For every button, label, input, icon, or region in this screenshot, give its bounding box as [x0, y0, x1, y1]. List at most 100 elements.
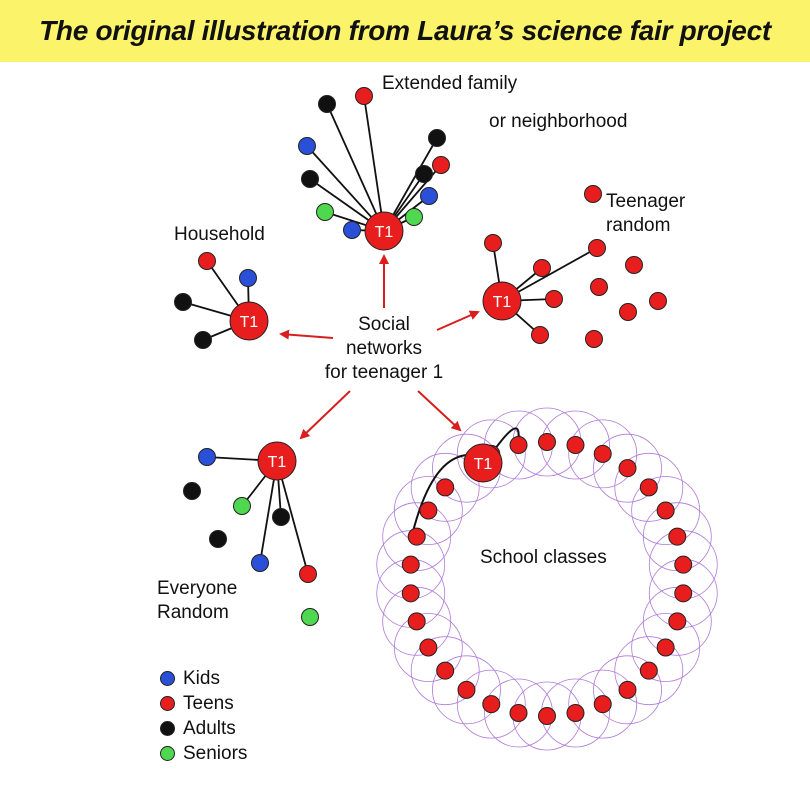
- school-member-teen: [674, 555, 693, 574]
- seniors-swatch: [160, 746, 175, 761]
- arrow-to-everyone: [299, 390, 351, 440]
- extended-t1-hub: [364, 211, 404, 251]
- school-overlap-circle: [393, 613, 463, 682]
- school-t1-hub-label: T1: [474, 456, 493, 473]
- legend-label-teens: Teens: [183, 692, 234, 714]
- arrows: [279, 254, 480, 440]
- teen-random-member-teen: [625, 256, 643, 274]
- extended-member-kid: [343, 221, 361, 239]
- nodes: [174, 87, 693, 725]
- everyone-t1-hub: [257, 441, 297, 481]
- teen-random-member-teen: [533, 259, 551, 277]
- teen-random-member-teen: [531, 326, 549, 344]
- extended-member-senior: [316, 203, 334, 221]
- everyone-label-2: Random: [157, 602, 229, 623]
- legend-item-seniors: Seniors: [160, 741, 247, 766]
- legend-label-adults: Adults: [183, 717, 236, 739]
- teen-random-member-teen: [545, 290, 563, 308]
- school-member-teen: [419, 501, 438, 520]
- teen-random-t1-hub: [482, 281, 522, 321]
- school-overlap-circle: [593, 433, 662, 503]
- household-t1-hub: [229, 301, 269, 341]
- kids-swatch: [160, 671, 175, 686]
- school-link: [411, 454, 468, 533]
- school-member-teen: [482, 695, 501, 714]
- legend-item-kids: Kids: [160, 666, 247, 691]
- school-t1-hub: [463, 443, 503, 483]
- extended-member-adult: [415, 165, 433, 183]
- school-member-teen: [593, 444, 612, 463]
- school-overlap-circle: [631, 613, 701, 682]
- legend: Kids Teens Adults Seniors: [160, 666, 247, 766]
- teenager-random-label-2: random: [606, 215, 671, 236]
- school-member-teen: [436, 478, 455, 497]
- legend-label-seniors: Seniors: [183, 742, 248, 764]
- everyone-member-senior: [301, 608, 319, 626]
- everyone-t1-hub-label: T1: [268, 454, 287, 471]
- center-label-1: Social: [358, 314, 410, 335]
- school-overlap-circle: [568, 669, 638, 739]
- neighborhood-label: or neighborhood: [489, 111, 628, 132]
- school-member-teen: [618, 459, 637, 478]
- school-member-teen: [538, 433, 556, 451]
- everyone-member-kid: [251, 554, 269, 572]
- extended-member-teen: [355, 87, 373, 105]
- household-member-adult: [174, 293, 192, 311]
- legend-label-kids: Kids: [183, 667, 220, 689]
- school-member-teen: [566, 704, 585, 723]
- school-member-teen: [407, 527, 426, 546]
- school-classes-label: School classes: [480, 547, 607, 568]
- title-banner: The original illustration from Laura’s s…: [0, 0, 810, 62]
- teens-swatch: [160, 696, 175, 711]
- school-ring-circles: [376, 407, 718, 751]
- school-overlap-circle: [614, 452, 684, 522]
- school-overlap-circle: [456, 419, 526, 489]
- everyone-member-teen: [299, 565, 317, 583]
- school-member-teen: [538, 707, 556, 725]
- teen-random-member-teen: [584, 185, 602, 203]
- extended-member-senior: [405, 208, 423, 226]
- teen-random-member-teen: [588, 239, 606, 257]
- school-member-teen: [509, 704, 528, 723]
- everyone-edge: [276, 460, 309, 575]
- teen-random-member-teen: [585, 330, 603, 348]
- household-member-teen: [198, 252, 216, 270]
- school-member-teen: [668, 612, 687, 631]
- household-t1-hub-label: T1: [240, 314, 259, 331]
- everyone-member-adult: [209, 530, 227, 548]
- extended-member-adult: [318, 95, 336, 113]
- school-member-teen: [656, 638, 675, 657]
- school-member-teen: [674, 584, 693, 603]
- teen-random-member-teen: [619, 303, 637, 321]
- school-member-teen: [618, 680, 637, 699]
- school-overlap-circle: [456, 669, 526, 739]
- school-overlap-circle: [410, 452, 480, 522]
- school-overlap-circle: [432, 655, 501, 725]
- school-overlap-circle: [568, 419, 638, 489]
- extended-member-teen: [432, 156, 450, 174]
- teenager-random-label-1: Teenager: [606, 191, 686, 212]
- arrow-to-teen-random: [436, 310, 480, 331]
- center-label-3: for teenager 1: [324, 362, 444, 383]
- extended-member-adult: [301, 170, 319, 188]
- school-member-teen: [407, 612, 426, 631]
- everyone-label-1: Everyone: [157, 578, 238, 599]
- school-member-teen: [656, 501, 675, 520]
- school-member-teen: [593, 695, 612, 714]
- school-member-teen: [457, 680, 476, 699]
- extended-edge: [363, 95, 385, 232]
- school-member-teen: [401, 555, 420, 574]
- everyone-member-kid: [198, 448, 216, 466]
- arrow-to-school: [417, 390, 462, 432]
- title: The original illustration from Laura’s s…: [39, 15, 771, 46]
- school-member-teen: [436, 661, 455, 680]
- school-overlap-circle: [593, 655, 662, 725]
- school-overlap-circle: [631, 476, 701, 545]
- teen-random-member-teen: [484, 234, 502, 252]
- school-member-teen: [419, 638, 438, 657]
- household-label: Household: [174, 224, 265, 245]
- everyone-member-adult: [272, 508, 290, 526]
- extended-member-adult: [428, 129, 446, 147]
- school-link: [494, 427, 520, 450]
